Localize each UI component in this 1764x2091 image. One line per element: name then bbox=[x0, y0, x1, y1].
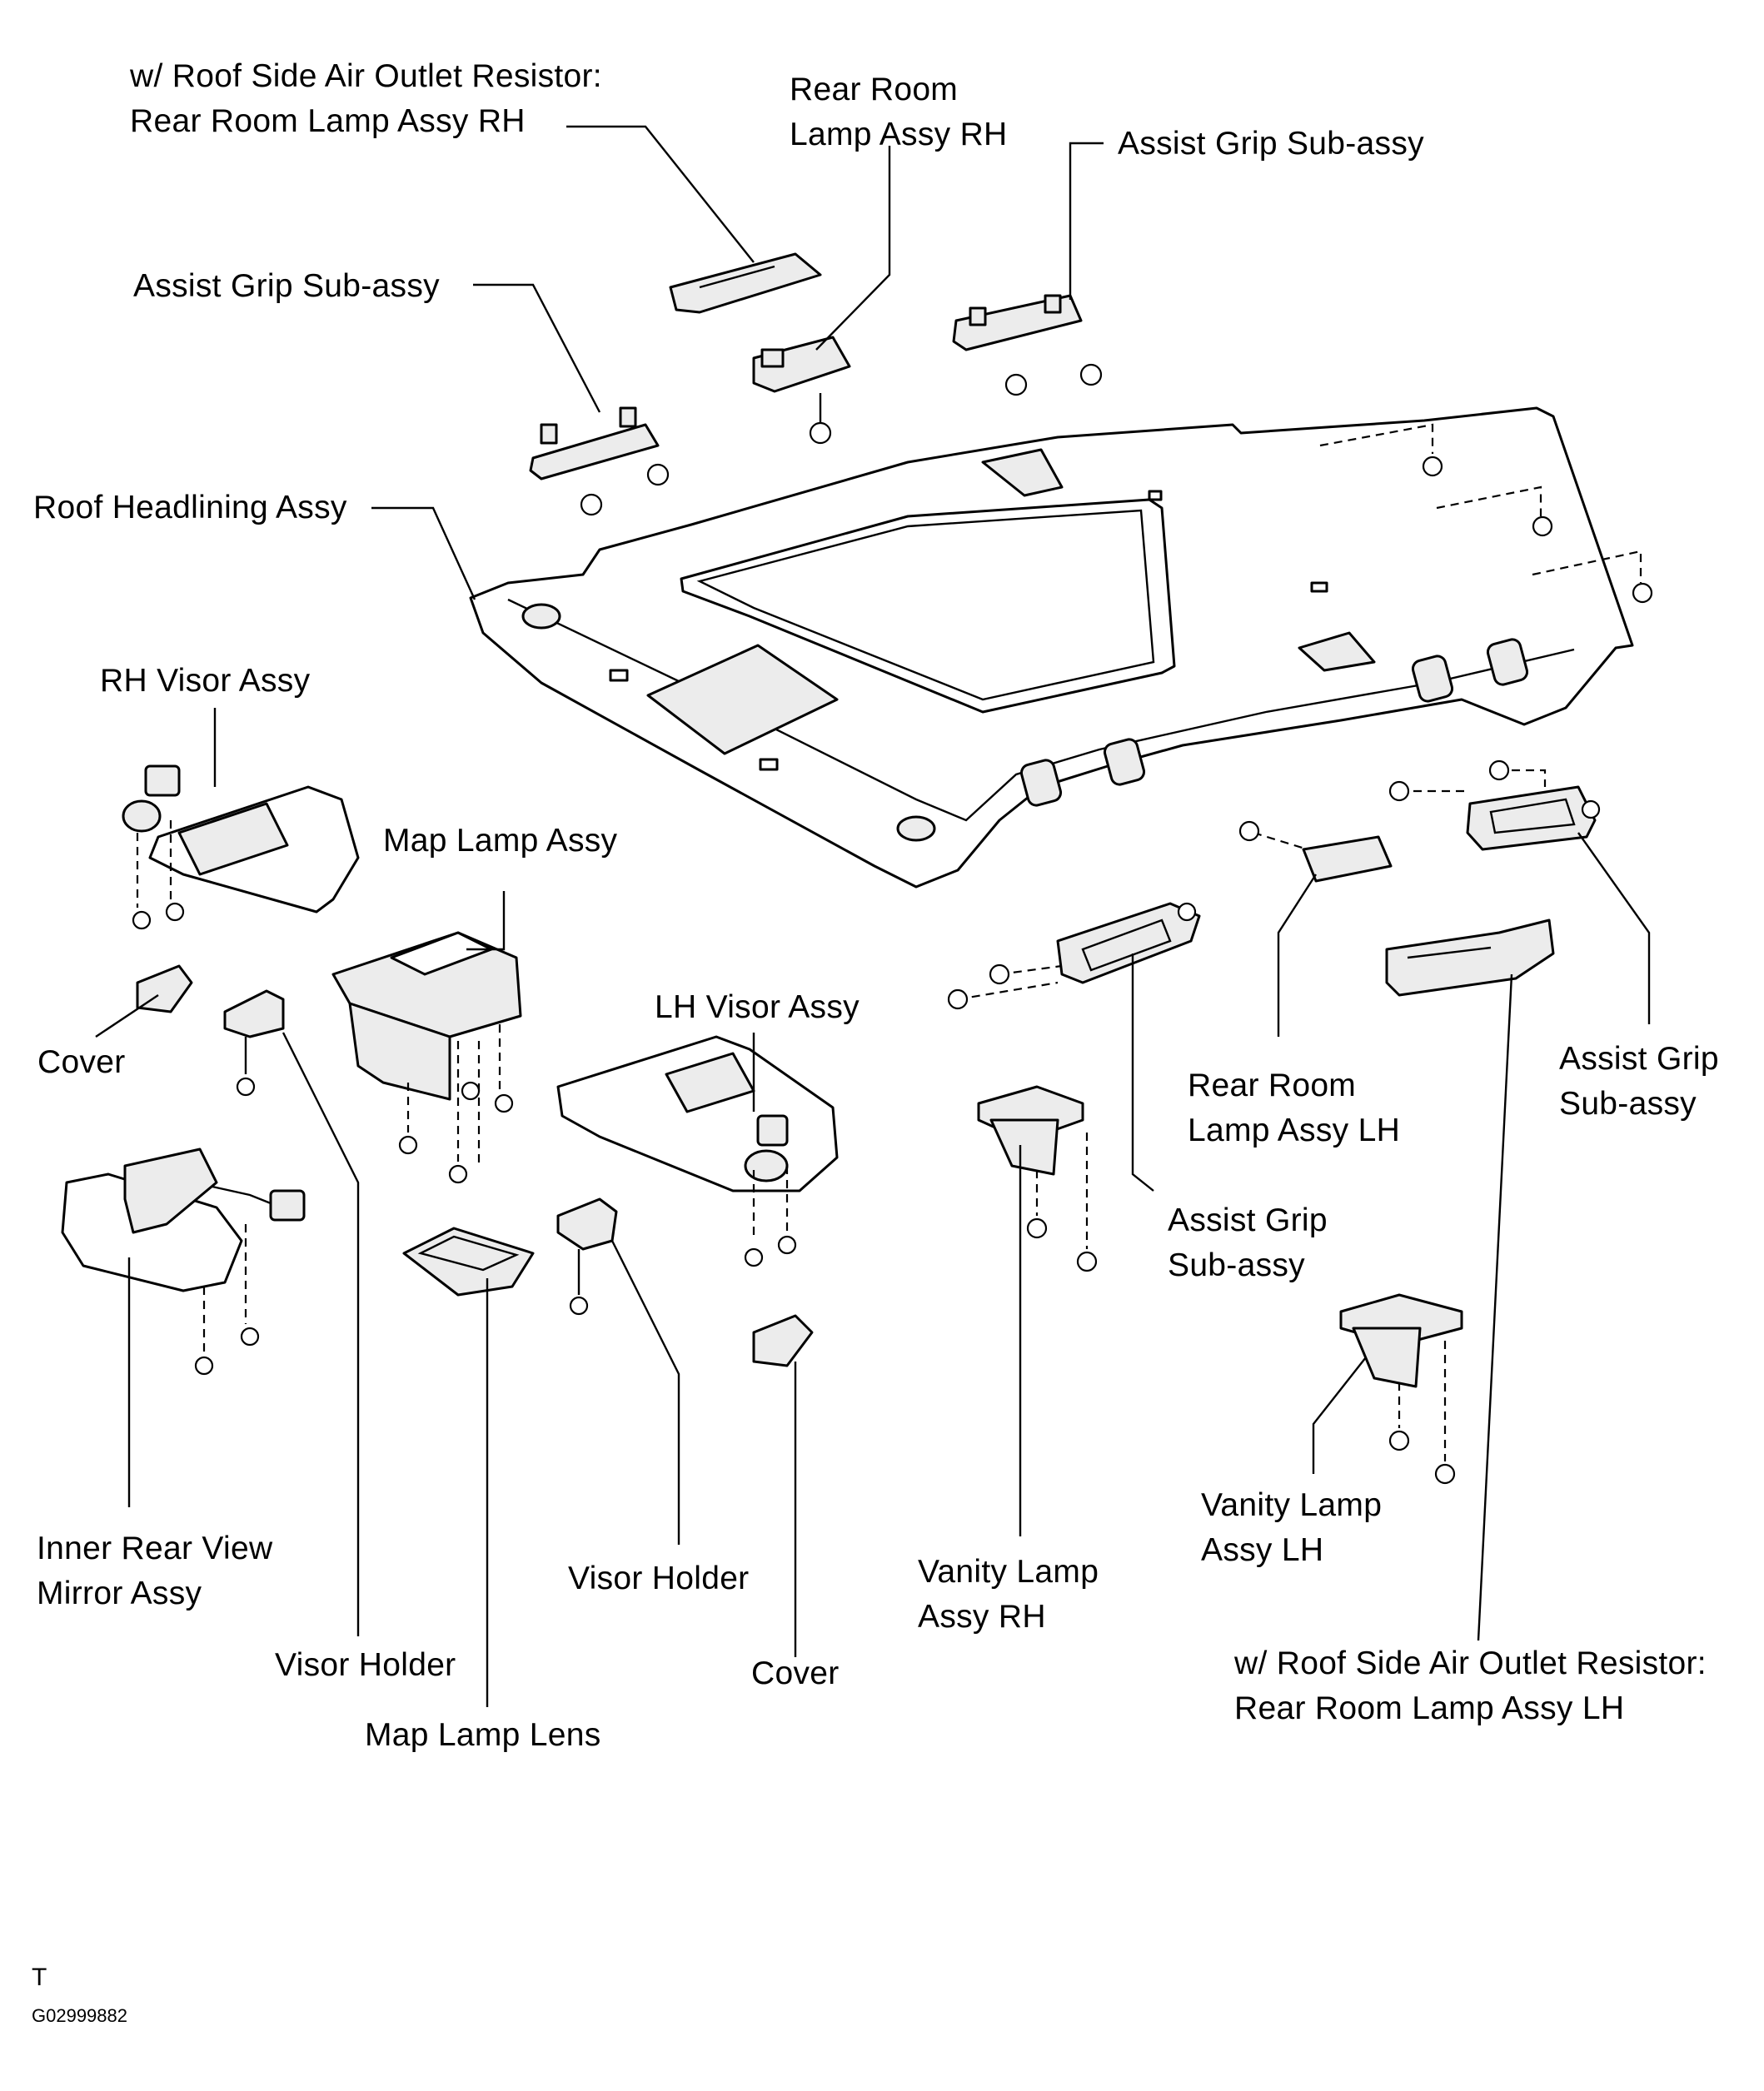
label-lh-visor: LH Visor Assy bbox=[655, 989, 860, 1025]
rear-room-lamp-lh-resistor-drawing bbox=[1385, 919, 1555, 997]
label-visor-holder-left: Visor Holder bbox=[275, 1647, 456, 1683]
footer-marker: T bbox=[32, 1964, 47, 1991]
rear-room-lamp-rh-drawing bbox=[752, 336, 851, 393]
label-visor-holder-center: Visor Holder bbox=[568, 1561, 750, 1596]
assist-grip-top-right-drawing bbox=[952, 294, 1103, 396]
label-resistor-rh-line2: Rear Room Lamp Assy RH bbox=[130, 103, 526, 139]
visor-holder-center-drawing bbox=[556, 1197, 618, 1316]
label-resistor-rh-line1: w/ Roof Side Air Outlet Resistor: bbox=[130, 58, 602, 94]
label-cover-center: Cover bbox=[751, 1655, 840, 1691]
label-assist-grip-mid-line1: Assist Grip bbox=[1168, 1202, 1328, 1238]
vanity-lamp-lh-drawing bbox=[1339, 1293, 1463, 1485]
assist-grip-mid-drawing bbox=[947, 902, 1201, 1010]
figure-code: G02999882 bbox=[32, 2005, 127, 2026]
cover-center-drawing bbox=[752, 1314, 814, 1367]
label-map-lamp-lens: Map Lamp Lens bbox=[365, 1717, 601, 1753]
inner-mirror-drawing bbox=[61, 1148, 306, 1376]
roof-headlining-drawing bbox=[469, 406, 1653, 889]
label-rear-room-lh-line1: Rear Room bbox=[1188, 1068, 1357, 1103]
label-vanity-lh-line2: Assy LH bbox=[1201, 1532, 1324, 1568]
visor-holder-left-drawing bbox=[223, 989, 285, 1097]
rear-room-lamp-rh-resistor-drawing bbox=[669, 252, 822, 314]
vanity-lamp-rh-drawing bbox=[977, 1085, 1098, 1272]
label-vanity-rh-line2: Assy RH bbox=[918, 1599, 1046, 1635]
assist-grip-top-left-drawing bbox=[529, 406, 670, 516]
lh-visor-drawing bbox=[556, 1035, 839, 1267]
label-resistor-lh-line2: Rear Room Lamp Assy LH bbox=[1234, 1690, 1625, 1726]
label-vanity-lh-line1: Vanity Lamp bbox=[1201, 1487, 1383, 1523]
label-rear-room-rh-line2: Lamp Assy RH bbox=[790, 117, 1008, 152]
label-assist-grip-mid-line2: Sub-assy bbox=[1168, 1247, 1305, 1283]
screw-icon bbox=[809, 421, 832, 445]
label-assist-grip-top-left: Assist Grip Sub-assy bbox=[133, 268, 440, 304]
assist-grip-right-drawing bbox=[1388, 759, 1601, 851]
label-map-lamp-assy: Map Lamp Assy bbox=[383, 823, 618, 859]
label-roof-headlining: Roof Headlining Assy bbox=[33, 490, 347, 525]
label-inner-mirror-line1: Inner Rear View bbox=[37, 1531, 273, 1566]
leader-lines bbox=[95, 125, 1651, 1707]
label-rear-room-rh-line1: Rear Room bbox=[790, 72, 959, 107]
label-cover-left: Cover bbox=[37, 1044, 126, 1080]
label-vanity-rh-line1: Vanity Lamp bbox=[918, 1554, 1099, 1590]
label-resistor-lh-line1: w/ Roof Side Air Outlet Resistor: bbox=[1234, 1645, 1707, 1681]
map-lamp-lens-drawing bbox=[402, 1227, 535, 1297]
label-assist-grip-right-line1: Assist Grip bbox=[1559, 1041, 1719, 1077]
label-assist-grip-top-right: Assist Grip Sub-assy bbox=[1118, 126, 1424, 162]
cover-left-drawing bbox=[136, 964, 193, 1013]
rear-room-lamp-lh-drawing bbox=[1238, 820, 1393, 883]
label-rear-room-lh-line2: Lamp Assy LH bbox=[1188, 1113, 1401, 1148]
label-rh-visor: RH Visor Assy bbox=[100, 663, 311, 699]
label-assist-grip-right-line2: Sub-assy bbox=[1559, 1086, 1697, 1122]
label-inner-mirror-line2: Mirror Assy bbox=[37, 1576, 202, 1611]
map-lamp-drawing bbox=[331, 931, 522, 1184]
rh-visor-drawing bbox=[122, 764, 360, 930]
